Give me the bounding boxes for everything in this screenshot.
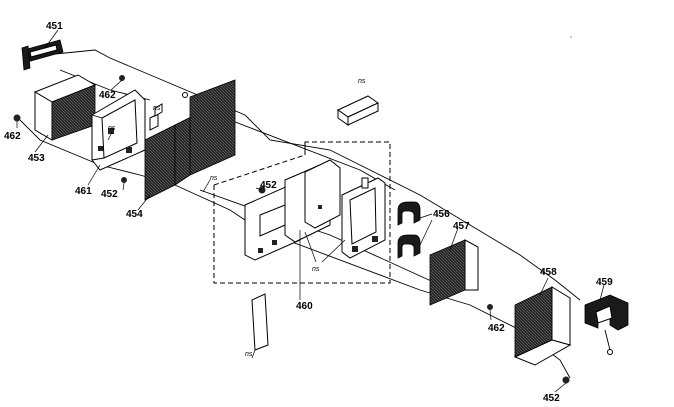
part-ns-block	[337, 95, 379, 126]
callout-452-mid: 452	[101, 189, 118, 200]
part-center-chassis	[244, 159, 341, 261]
callout-451: 451	[46, 21, 63, 32]
callout-460: 460	[296, 301, 313, 312]
callout-462-left: 462	[4, 131, 21, 142]
sub-assembly-box-460	[213, 141, 391, 284]
part-right-bracket	[341, 177, 386, 259]
part-451-bracket	[21, 39, 64, 71]
ns-label-plate: ns	[245, 351, 253, 358]
ns-label-top: ns	[358, 78, 366, 85]
part-453-block	[33, 74, 97, 141]
stray-mark: ,	[570, 32, 572, 39]
part-459-cap	[584, 294, 629, 355]
screw-452-bottom	[562, 376, 570, 384]
callout-462-top: 462	[99, 90, 116, 101]
callout-458: 458	[540, 267, 557, 278]
callout-452-center: 452	[260, 180, 277, 191]
callout-456: 456	[433, 209, 450, 220]
callout-457: 457	[453, 221, 470, 232]
ns-label-center: ns	[210, 175, 218, 182]
part-458-panel	[513, 286, 572, 366]
part-457-panel	[429, 239, 479, 306]
ns-label-frame: ns	[108, 125, 116, 132]
part-456-clips	[397, 201, 421, 259]
callout-459: 459	[596, 277, 613, 288]
part-461-frame	[91, 89, 146, 171]
screw-462-left	[13, 114, 21, 128]
screw-462-top	[119, 75, 125, 81]
callout-453: 453	[28, 153, 45, 164]
ns-labels: ns ns ns ns ns ns	[108, 78, 366, 358]
ns-label-chassis: ns	[312, 266, 320, 273]
part-454-panel	[144, 79, 236, 201]
callout-462-right: 462	[488, 323, 505, 334]
callout-454: 454	[126, 209, 143, 220]
callout-452-bottom: 452	[543, 393, 560, 404]
part-ns-plate	[251, 293, 269, 359]
screw-452-mid	[121, 177, 127, 183]
screw-462-right	[487, 304, 493, 310]
leader-lines	[34, 29, 605, 393]
ns-label-panel: ns	[153, 105, 161, 112]
reference-marks: ,	[182, 32, 572, 98]
callout-labels: 451 462 462 453 461 452 454 452 456 457 …	[4, 21, 613, 404]
callout-461: 461	[75, 186, 92, 197]
